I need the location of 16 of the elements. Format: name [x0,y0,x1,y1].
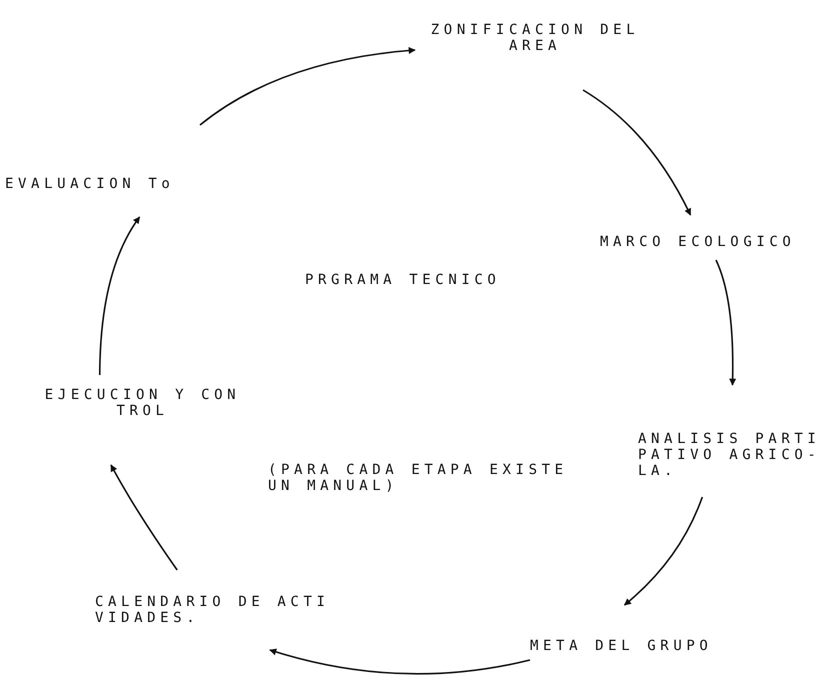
step-label: MARCO ECOLOGICO [600,234,796,250]
arrow [98,216,140,376]
arrow [715,260,736,386]
arrow [269,648,530,675]
arrow [624,496,704,606]
arrow [582,89,692,216]
note-text: (PARA CADA ETAPA EXISTE UN MANUAL) [268,462,569,494]
step-label: CALENDARIO DE ACTI VIDADES. [95,594,331,626]
step-label: META DEL GRUPO [530,638,712,654]
step-label: ZONIFICACION DEL AREA [430,22,640,54]
step-label: EVALUACION To [5,176,174,192]
arrow [200,47,416,126]
center-title: PRGRAMA TECNICO [305,272,502,288]
arrow [110,464,178,570]
step-label: ANALISIS PARTI PATIVO AGRICO- LA. [638,431,822,479]
step-label: EJECUCION Y CON TROL [44,387,242,419]
